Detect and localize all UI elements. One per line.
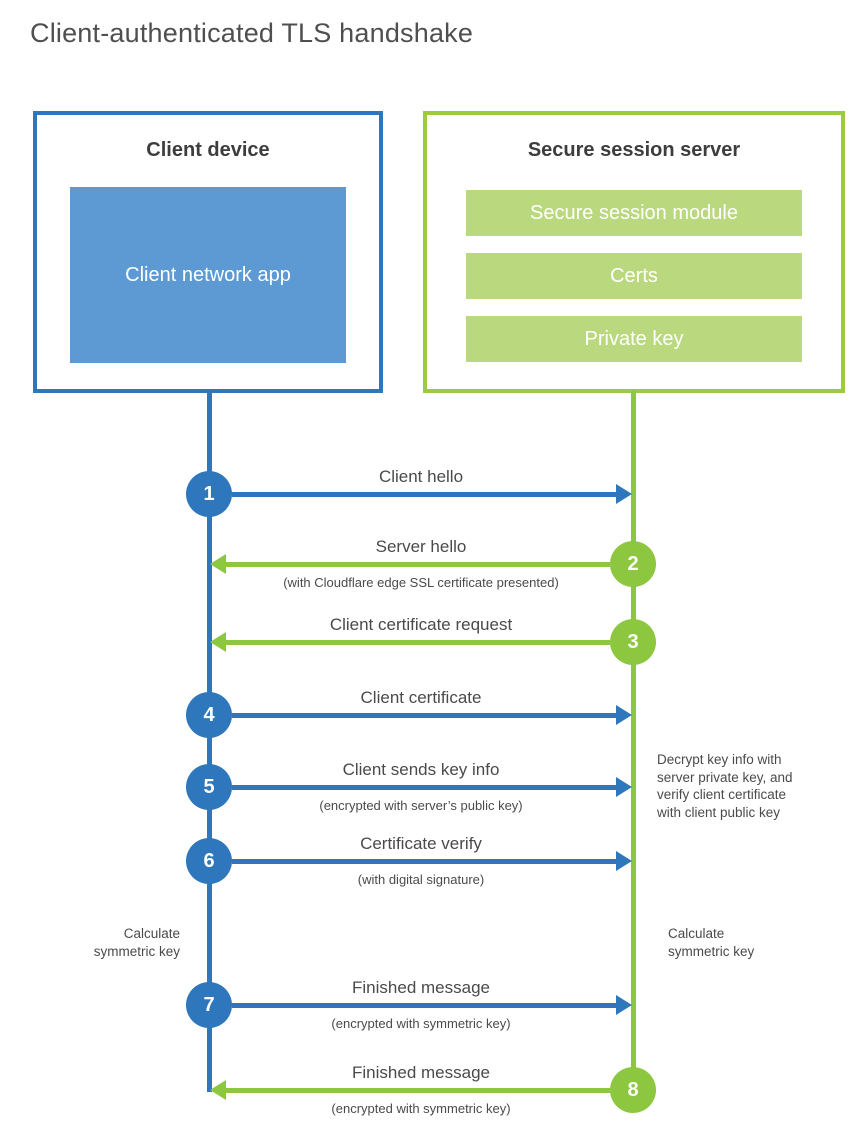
arrow-line-2: [226, 562, 610, 567]
arrowhead-right-icon: [616, 995, 632, 1015]
server-module-secure-session: Secure session module: [466, 190, 802, 236]
message-row-3: 3: [186, 619, 656, 665]
client-lifeline: [207, 391, 212, 1092]
client-network-app-label: Client network app: [125, 264, 291, 286]
message-row-1: 1: [186, 471, 656, 517]
step-1-badge: 1: [186, 471, 232, 517]
message-4-label: Client certificate: [360, 688, 482, 707]
page-title: Client-authenticated TLS handshake: [30, 18, 474, 48]
message-row-8: 8: [186, 1067, 656, 1113]
arrow-line-4: [232, 713, 616, 718]
message-row-6: 6: [186, 838, 656, 884]
server-lifeline: [631, 391, 636, 1108]
calculate-symmetric-key-note-server: Calculate symmetric key: [668, 926, 755, 959]
arrow-line-3: [226, 640, 610, 645]
message-7-sublabel: (encrypted with symmetric key): [331, 1016, 511, 1031]
client-device-title: Client device: [146, 139, 270, 161]
arrowhead-left-icon: [210, 632, 226, 652]
calculate-symmetric-key-note-client: Calculate symmetric key: [93, 926, 180, 959]
client-device-box: Client device Client network app: [33, 111, 383, 393]
arrow-line-1: [232, 492, 616, 497]
arrow-line-6: [232, 859, 616, 864]
step-2-badge: 2: [610, 541, 656, 587]
message-8-sublabel: (encrypted with symmetric key): [331, 1101, 511, 1116]
step-5-badge: 5: [186, 764, 232, 810]
server-title: Secure session server: [527, 139, 741, 161]
arrowhead-right-icon: [616, 484, 632, 504]
step-3-badge: 3: [610, 619, 656, 665]
arrowhead-left-icon: [210, 1080, 226, 1100]
message-5-label: Client sends key info: [342, 760, 500, 779]
step-7-badge: 7: [186, 982, 232, 1028]
message-2-label: Server hello: [375, 537, 467, 556]
arrowhead-right-icon: [616, 777, 632, 797]
arrowhead-left-icon: [210, 554, 226, 574]
arrow-line-8: [226, 1088, 610, 1093]
arrow-line-5: [232, 785, 616, 790]
message-row-5: 5: [186, 764, 656, 810]
message-2-sublabel: (with Cloudflare edge SSL certificate pr…: [283, 575, 559, 590]
decrypt-key-note: Decrypt key info with server private key…: [657, 752, 793, 820]
message-3-label: Client certificate request: [329, 615, 513, 634]
message-6-label: Certificate verify: [360, 834, 482, 853]
message-5-sublabel: (encrypted with server’s public key): [319, 798, 523, 813]
step-8-badge: 8: [610, 1067, 656, 1113]
client-network-app-box: Client network app: [70, 187, 346, 363]
arrowhead-right-icon: [616, 851, 632, 871]
message-1-label: Client hello: [378, 467, 464, 486]
message-row-4: 4: [186, 692, 656, 738]
server-module-private-key: Private key: [466, 316, 802, 362]
message-7-label: Finished message: [352, 978, 490, 997]
server-module-certs: Certs: [466, 253, 802, 299]
arrow-line-7: [232, 1003, 616, 1008]
arrowhead-right-icon: [616, 705, 632, 725]
message-row-7: 7: [186, 982, 656, 1028]
step-6-badge: 6: [186, 838, 232, 884]
message-8-label: Finished message: [352, 1063, 490, 1082]
secure-session-server-box: Secure session server Secure session mod…: [423, 111, 845, 393]
message-6-sublabel: (with digital signature): [357, 872, 485, 887]
message-row-2: 2: [186, 541, 656, 587]
step-4-badge: 4: [186, 692, 232, 738]
